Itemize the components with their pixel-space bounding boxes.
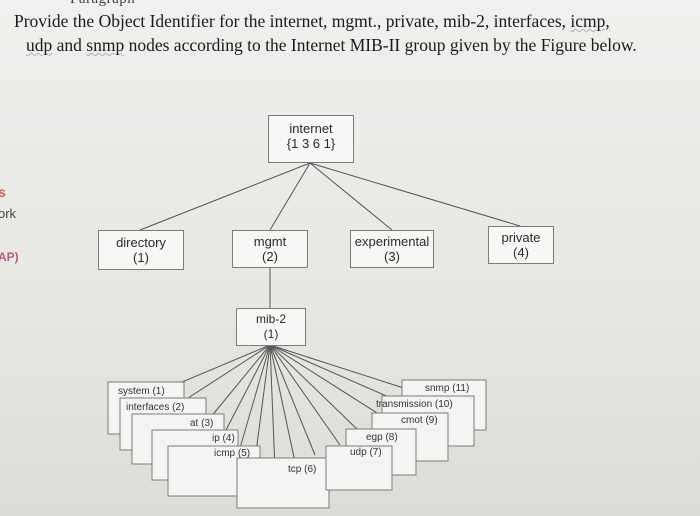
node-private-label: private bbox=[501, 230, 541, 245]
question-line-1: Provide the Object Identifier for the in… bbox=[14, 11, 567, 31]
stack-box-tcp bbox=[236, 457, 330, 509]
node-experimental-label: experimental bbox=[354, 234, 430, 249]
leaf-transmission: transmission (10) bbox=[376, 399, 453, 410]
node-directory-num: (1) bbox=[133, 250, 149, 265]
side-fragment-3: AP) bbox=[0, 250, 19, 264]
leaf-udp: udp (7) bbox=[350, 447, 382, 458]
node-directory: directory (1) bbox=[98, 230, 184, 270]
node-mib-2: mib-2 (1) bbox=[236, 308, 306, 346]
question-udp: udp bbox=[26, 35, 53, 55]
question-and: and bbox=[56, 35, 82, 55]
node-private-num: (4) bbox=[513, 245, 529, 260]
stack-box-udp bbox=[325, 445, 393, 491]
question-icmp: icmp, bbox=[570, 11, 610, 31]
leaf-cmot: cmot (9) bbox=[401, 415, 438, 426]
node-internet-oid: {1 3 6 1} bbox=[286, 136, 336, 151]
node-directory-label: directory bbox=[116, 235, 166, 250]
side-fragment-1: s bbox=[0, 184, 6, 200]
leaf-egp: egp (8) bbox=[366, 432, 398, 443]
node-private: private (4) bbox=[488, 226, 554, 264]
node-internet-label: internet bbox=[289, 121, 333, 136]
node-mgmt-num: (2) bbox=[262, 249, 278, 264]
question-line-2: udp and snmp nodes according to the Inte… bbox=[14, 33, 694, 57]
leaf-icmp: icmp (5) bbox=[214, 448, 251, 459]
node-mib-2-num: (1) bbox=[263, 327, 279, 341]
node-mgmt-label: mgmt bbox=[253, 234, 287, 249]
cropped-heading: Paragraph bbox=[70, 0, 135, 8]
question-snmp: snmp bbox=[86, 35, 125, 55]
leaf-at: at (3) bbox=[190, 418, 214, 429]
leaf-tcp: tcp (6) bbox=[288, 464, 317, 475]
node-mgmt: mgmt (2) bbox=[232, 230, 308, 268]
edge-internet-private bbox=[309, 162, 521, 227]
leaf-system: system (1) bbox=[118, 386, 165, 397]
node-experimental-num: (3) bbox=[384, 249, 400, 264]
leaf-ip: ip (4) bbox=[212, 433, 235, 444]
leaf-interfaces: interfaces (2) bbox=[126, 402, 185, 413]
edge-internet-experimental bbox=[309, 162, 393, 231]
edge-internet-mgmt bbox=[269, 162, 311, 231]
node-internet: internet {1 3 6 1} bbox=[268, 115, 354, 163]
edge-internet-directory bbox=[139, 162, 311, 231]
question-line-2-rest: nodes according to the Internet MIB-II g… bbox=[128, 35, 637, 55]
leaf-snmp: snmp (11) bbox=[425, 383, 470, 394]
question-text: Provide the Object Identifier for the in… bbox=[14, 9, 694, 57]
side-fragment-2: ork bbox=[0, 206, 17, 221]
node-mib-2-label: mib-2 bbox=[255, 312, 286, 326]
node-experimental: experimental (3) bbox=[350, 230, 434, 268]
